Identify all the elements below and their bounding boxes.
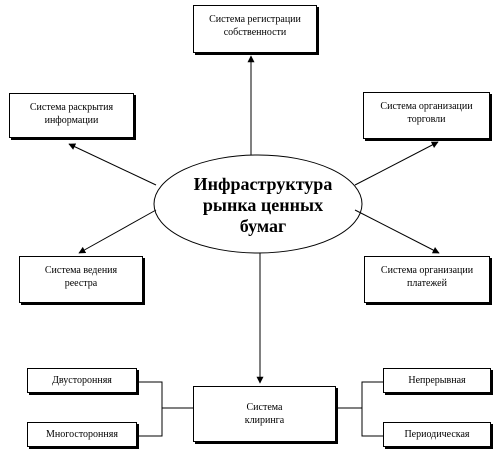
- node-multilateral-label: Многосторонняя: [46, 429, 118, 440]
- node-multilateral: Многосторонняя: [27, 422, 137, 447]
- center-line-2: рынка ценных: [202, 194, 324, 215]
- node-continuous-label: Непрерывная: [408, 375, 466, 386]
- center-ellipse: [153, 154, 363, 254]
- node-trading-line-1: Система организации: [380, 101, 473, 112]
- node-registration-line-1: Система регистрации: [209, 14, 301, 25]
- node-trading-line-2: торговли: [407, 114, 446, 125]
- node-disclosure: Система раскрытия информации: [9, 93, 134, 138]
- node-clearing: Система клиринга: [193, 386, 336, 442]
- node-registry-line-2: реестра: [64, 278, 98, 289]
- node-payments-line-2: платежей: [407, 278, 447, 289]
- arrow-to-trading: [354, 141, 439, 186]
- node-periodic-label: Периодическая: [404, 429, 470, 440]
- node-disclosure-line-2: информации: [44, 115, 99, 126]
- center-line-1: Инфраструктура: [193, 173, 333, 194]
- bracket-left: [137, 381, 163, 437]
- node-trading: Система организации торговли: [363, 92, 490, 139]
- node-disclosure-line-1: Система раскрытия: [29, 102, 114, 113]
- arrow-to-registry: [78, 209, 157, 254]
- arrow-to-payments: [354, 209, 440, 254]
- center-label: Инфраструктура рынка ценных бумаг: [168, 165, 358, 245]
- node-registration: Система регистрации собственности: [193, 5, 317, 53]
- node-clearing-line-1: Система: [246, 402, 283, 413]
- node-continuous: Непрерывная: [383, 368, 491, 393]
- center-line-3: бумаг: [239, 215, 287, 236]
- node-registration-line-2: собственности: [223, 27, 287, 38]
- node-periodic: Периодическая: [383, 422, 491, 447]
- node-bilateral-label: Двусторонняя: [52, 375, 112, 386]
- bracket-right: [361, 381, 383, 437]
- node-bilateral: Двусторонняя: [27, 368, 137, 393]
- node-clearing-line-2: клиринга: [244, 415, 285, 426]
- node-payments-line-1: Система организации: [380, 265, 474, 276]
- arrow-to-disclosure: [68, 143, 157, 186]
- node-registry: Система ведения реестра: [19, 256, 143, 303]
- node-registry-line-1: Система ведения: [44, 265, 118, 276]
- node-payments: Система организации платежей: [364, 256, 490, 303]
